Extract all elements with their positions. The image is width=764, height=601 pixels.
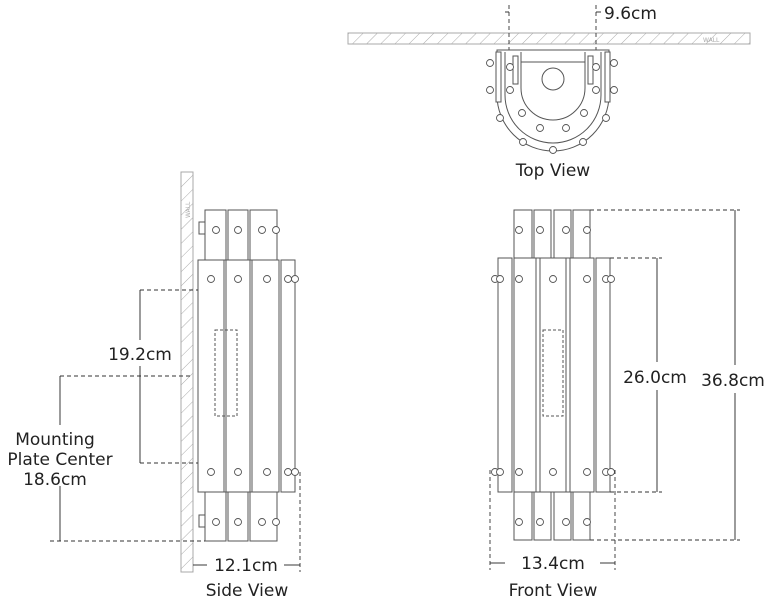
- wall-side: [180, 171, 194, 573]
- front-total-height-dim: 36.8cm: [701, 371, 764, 391]
- front-view-label: Front View: [509, 581, 598, 601]
- top-bolts: [486, 59, 618, 154]
- front-body-height-dim: 26.0cm: [623, 368, 687, 388]
- top-view: WALL 9.6cm Top View: [347, 4, 751, 181]
- front-view: 26.0cm 36.8cm 13.4cm Front View: [489, 209, 764, 601]
- side-view-label: Side View: [206, 581, 289, 601]
- side-slats: [197, 209, 296, 542]
- wall-label-top: WALL: [703, 37, 720, 44]
- top-width-dim: 9.6cm: [604, 4, 657, 24]
- wall-label-side: WALL: [185, 201, 192, 218]
- mounting-label-line1: Mounting: [15, 430, 95, 450]
- side-view: WALL 19.2cm Mounting Plate Center 18.6cm…: [7, 171, 301, 601]
- mounting-center-dim: 18.6cm: [23, 470, 87, 490]
- top-view-label: Top View: [515, 161, 591, 181]
- top-inner-shell: [520, 52, 586, 121]
- mounting-label-line2: Plate Center: [7, 450, 112, 470]
- front-slats: [497, 209, 611, 541]
- plate-height-dim: 19.2cm: [108, 345, 172, 365]
- socket: [541, 67, 565, 91]
- wall-top: [347, 32, 751, 45]
- front-width-dim: 13.4cm: [521, 554, 585, 574]
- side-depth-dim: 12.1cm: [214, 556, 278, 576]
- front-bolts: [491, 226, 615, 526]
- side-bolts: [207, 226, 299, 526]
